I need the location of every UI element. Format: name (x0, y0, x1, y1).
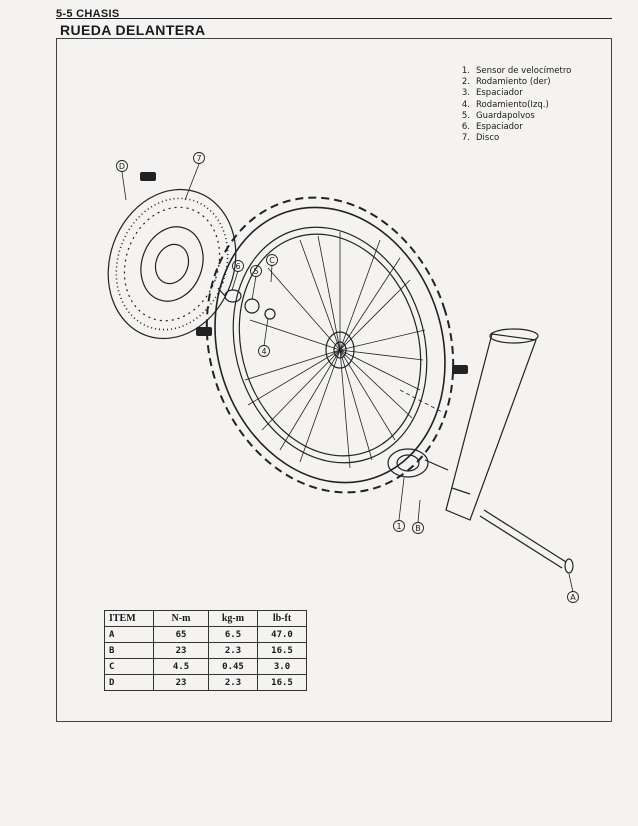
legend-item: 2.Rodamiento (der) (461, 77, 551, 88)
fork-leg-illustration (445, 328, 539, 521)
callout-b: B (412, 522, 424, 534)
table-header-row: ITEM N-m kg-m lb-ft (104, 610, 307, 627)
axle-illustration (479, 509, 574, 574)
column-header: N-m (153, 610, 209, 627)
wheel-illustration (205, 196, 455, 494)
brake-disc-illustration (107, 188, 237, 340)
torque-table: ITEM N-m kg-m lb-ft A 65 6.5 47.0 B 23 2… (104, 610, 307, 691)
page-label: 5-5 CHASIS (56, 8, 120, 20)
legend-item: 6.Espaciador (461, 122, 523, 133)
callout-5: 5 (250, 265, 262, 277)
callout-1: 1 (393, 520, 405, 532)
svg-text:D: D (119, 162, 125, 171)
svg-text:5: 5 (253, 267, 258, 276)
callout-d: D (116, 160, 128, 172)
table-row: C 4.5 0.45 3.0 (104, 658, 307, 675)
callout-c: C (266, 254, 278, 266)
svg-text:A: A (570, 593, 576, 602)
legend-item: 5.Guardapolvos (461, 110, 535, 121)
speed-sensor-illustration (387, 448, 449, 478)
column-header: lb-ft (257, 610, 307, 627)
torque-symbols (140, 172, 468, 374)
diagram-frame (56, 38, 612, 722)
legend-item: 3.Espaciador (461, 88, 523, 99)
table-row: A 65 6.5 47.0 (104, 626, 307, 643)
leader-lines (121, 163, 574, 593)
spokes-illustration (244, 232, 426, 469)
callout-7: 7 (193, 152, 205, 164)
svg-text:6: 6 (235, 262, 240, 271)
section-title: RUEDA DELANTERA (60, 22, 206, 38)
column-header: ITEM (104, 610, 154, 627)
parts-legend: 1.Sensor de velocímetro 2.Rodamiento (de… (454, 66, 572, 144)
legend-item: 4.Rodamiento(Izq.) (461, 99, 549, 110)
svg-text:4: 4 (261, 347, 266, 356)
svg-text:C: C (269, 256, 275, 265)
svg-text:7: 7 (196, 154, 201, 163)
table-row: B 23 2.3 16.5 (104, 642, 307, 659)
column-header: kg-m (208, 610, 258, 627)
svg-text:1: 1 (396, 522, 401, 531)
legend-item: 1.Sensor de velocímetro (461, 66, 572, 76)
callout-4: 4 (258, 345, 270, 357)
svg-text:B: B (415, 524, 421, 533)
page-header: 5-5 CHASIS (56, 4, 612, 20)
callout-a: A (567, 591, 579, 603)
legend-item: 7.Disco (461, 133, 500, 144)
table-row: D 23 2.3 16.5 (104, 674, 307, 691)
callout-6: 6 (232, 260, 244, 272)
spacer-illustration (217, 287, 276, 320)
